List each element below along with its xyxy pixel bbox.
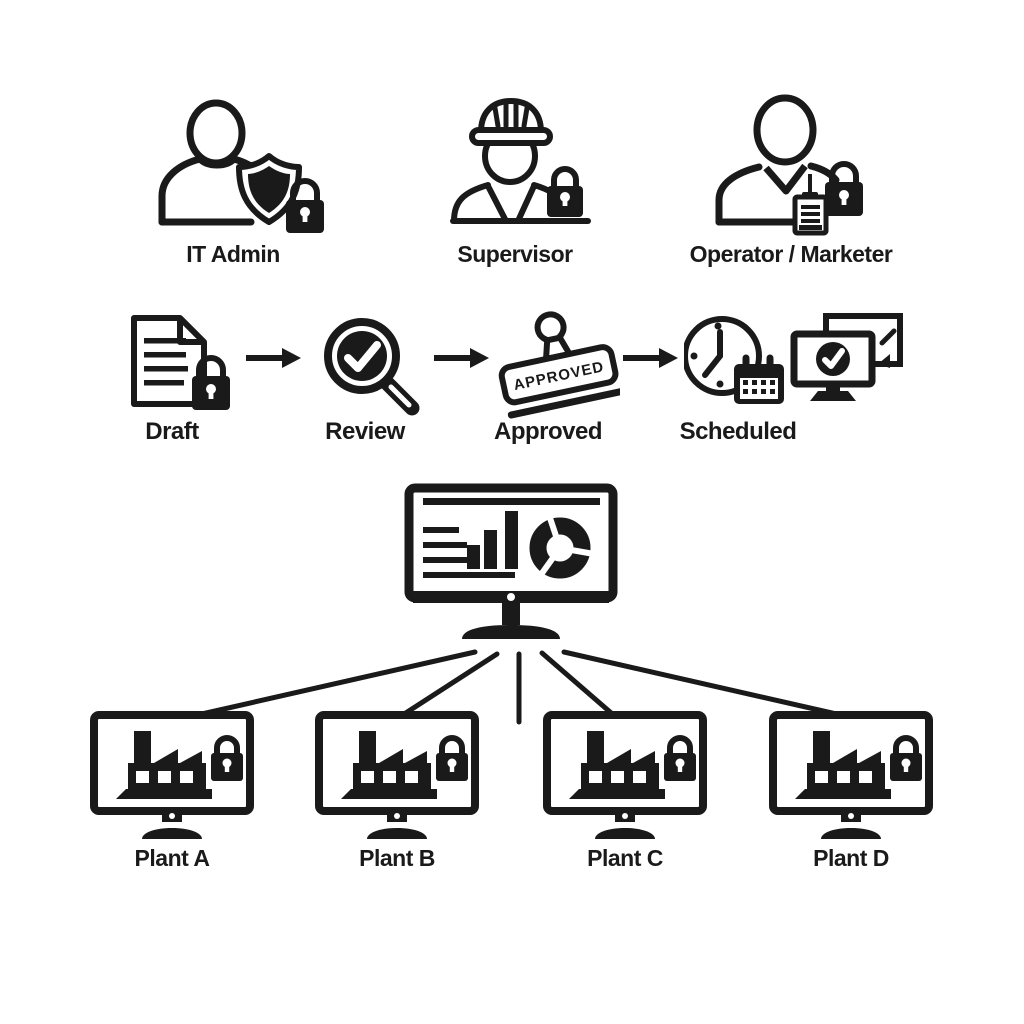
factory-icon bbox=[795, 731, 891, 799]
factory-icon bbox=[341, 731, 437, 799]
bar-chart-icon bbox=[467, 511, 518, 569]
plant-monitor-icon bbox=[769, 711, 933, 839]
approval-stamp-icon: APPROVED bbox=[498, 311, 620, 419]
check-icon bbox=[822, 348, 845, 369]
lock-icon bbox=[890, 735, 922, 781]
magnifier-check-icon bbox=[324, 318, 420, 416]
role-label-supervisor: Supervisor bbox=[457, 241, 573, 267]
arrow-right-icon bbox=[246, 348, 301, 368]
plant-label-a: Plant A bbox=[134, 845, 210, 871]
step-label-approved: Approved bbox=[493, 418, 603, 445]
dual-monitor-check-icon bbox=[790, 313, 903, 401]
document-lock-icon bbox=[131, 315, 230, 410]
arrow-right-icon bbox=[434, 348, 489, 368]
factory-icon bbox=[116, 731, 212, 799]
clipboard-icon bbox=[792, 192, 829, 236]
lock-icon bbox=[664, 735, 696, 781]
step-label-review: Review bbox=[325, 418, 405, 445]
role-label-it-admin: IT Admin bbox=[186, 241, 280, 267]
text-lines bbox=[423, 527, 515, 578]
step-label-draft: Draft bbox=[145, 418, 199, 445]
lock-icon bbox=[436, 735, 468, 781]
plant-label-d: Plant D bbox=[813, 845, 889, 871]
lock-icon bbox=[825, 161, 863, 216]
lock-icon bbox=[192, 355, 230, 410]
user-clipboard-lock-icon bbox=[715, 94, 863, 236]
arrow-right-icon bbox=[623, 348, 678, 368]
check-icon bbox=[344, 341, 381, 372]
user-hardhat-lock-icon bbox=[450, 98, 591, 224]
plant-label-b: Plant B bbox=[359, 845, 435, 871]
lock-icon bbox=[286, 178, 324, 233]
dashboard-monitor-icon bbox=[404, 483, 618, 639]
donut-chart-icon bbox=[529, 514, 595, 579]
plant-monitor-icon bbox=[90, 711, 254, 839]
user-shield-lock-icon bbox=[158, 99, 324, 233]
factory-icon bbox=[569, 731, 665, 799]
plant-monitor-icon bbox=[315, 711, 479, 839]
calendar-icon bbox=[734, 354, 784, 404]
lock-icon bbox=[211, 735, 243, 781]
clock-calendar-icon bbox=[684, 316, 784, 404]
hardhat-icon bbox=[469, 98, 553, 146]
role-label-operator-marketer: Operator / Marketer bbox=[689, 241, 893, 267]
step-label-scheduled: Scheduled bbox=[679, 418, 797, 445]
lock-icon bbox=[547, 166, 583, 217]
plant-label-c: Plant C bbox=[587, 845, 663, 871]
plant-monitor-icon bbox=[543, 711, 707, 839]
